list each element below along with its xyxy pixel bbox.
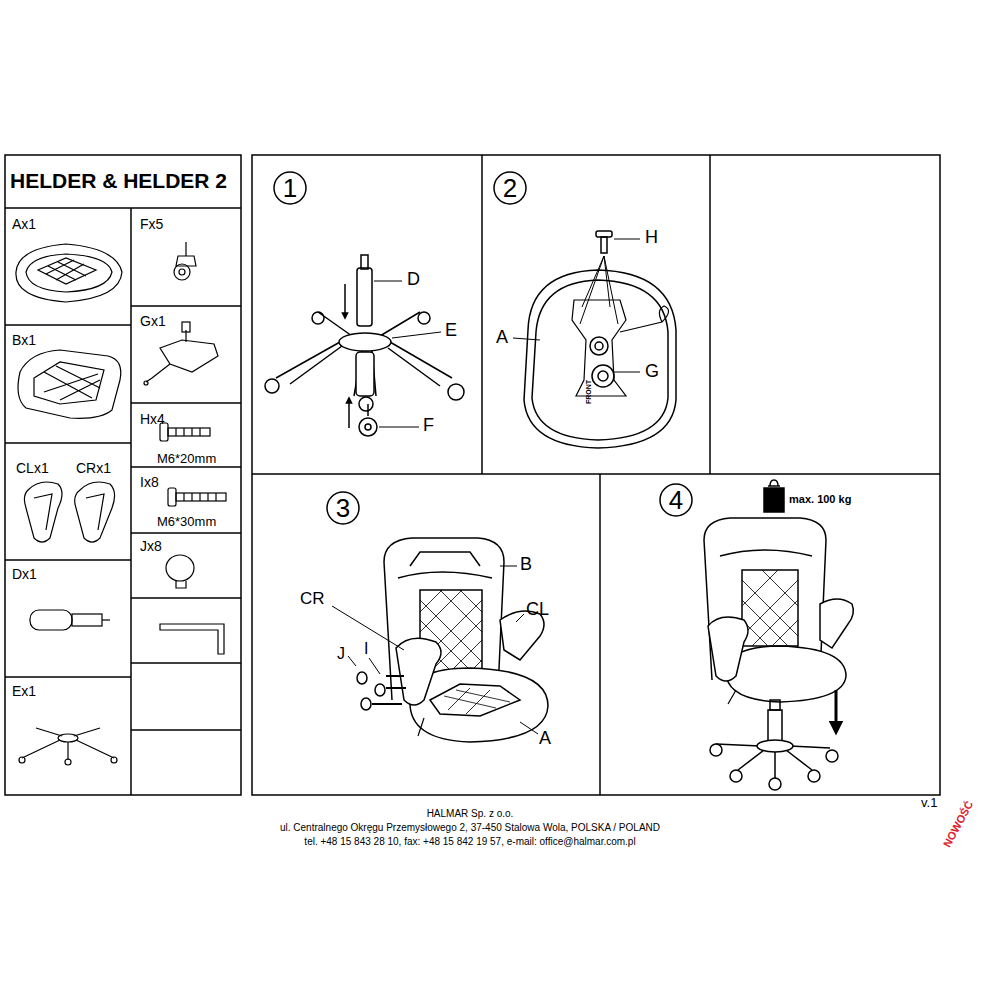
front-marker: FRONT (585, 380, 593, 404)
part-count: Fx5 (140, 217, 163, 232)
part-count: Gx1 (140, 314, 166, 329)
callout-letter: G (645, 362, 659, 382)
step-number-text: 3 (336, 495, 350, 521)
new-stamp: NOWOŚĆ (941, 799, 975, 849)
callout-letter: H (645, 228, 658, 248)
callout-letter: CL (526, 600, 549, 620)
callout-letter: E (445, 321, 457, 341)
step-number-text: 1 (283, 175, 297, 201)
part-count: CRx1 (76, 461, 111, 476)
company-address: ul. Centralnego Okręgu Przemysłowego 2, … (280, 822, 660, 833)
part-count: Bx1 (12, 333, 36, 348)
part-count: Hx4 (140, 412, 165, 427)
callout-letter: D (407, 270, 420, 290)
bolt-size: M6*20mm (157, 452, 216, 466)
part-count: Dx1 (12, 567, 37, 582)
step-number-text: 2 (503, 175, 517, 201)
part-count: Ix8 (140, 475, 159, 490)
callout-letter: A (496, 328, 508, 348)
callout-letter: J (337, 645, 345, 663)
callout-letter: I (364, 640, 368, 658)
company-contact: tel. +48 15 843 28 10, fax: +48 15 842 1… (304, 836, 635, 847)
callout-letter: CR (300, 590, 325, 609)
version: v.1 (921, 796, 937, 810)
step-number: 3 (326, 491, 360, 525)
part-count: Jx8 (140, 539, 162, 554)
part-count: Ex1 (12, 684, 36, 699)
callout-letter: B (520, 555, 532, 575)
part-count: Ax1 (12, 217, 36, 232)
load-limit: max. 100 kg (789, 493, 851, 505)
diagram-title: HELDER & HELDER 2 (10, 169, 227, 192)
step-number-text: 4 (669, 487, 683, 513)
part-count: CLx1 (16, 461, 49, 476)
step-number: 1 (273, 171, 307, 205)
company-name: HALMAR Sp. z o.o. (427, 808, 514, 819)
step-number: 4 (659, 483, 693, 517)
step-number: 2 (493, 171, 527, 205)
callout-letter: F (423, 416, 434, 436)
callout-letter: A (539, 729, 551, 749)
bolt-size: M6*30mm (157, 515, 216, 529)
